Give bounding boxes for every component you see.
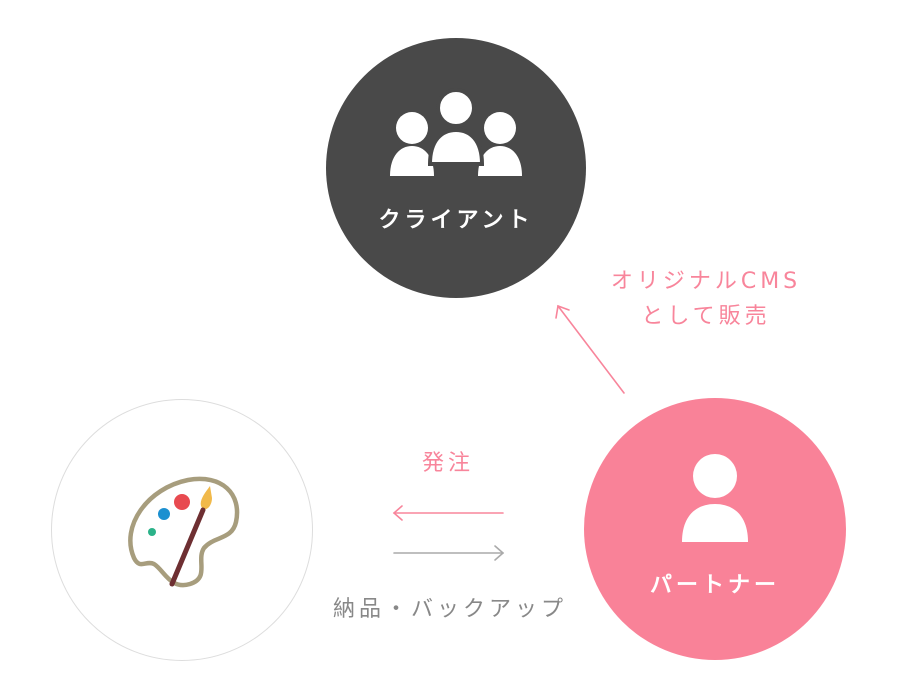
- partner-node: パートナー: [584, 398, 846, 660]
- studio-node: [51, 399, 313, 661]
- delivery-label: 納品・バックアップ: [332, 597, 567, 622]
- partner-label: パートナー: [649, 573, 780, 598]
- palette-icon: [128, 476, 240, 588]
- client-label: クライアント: [378, 208, 534, 233]
- arrow-partner-to-studio: [392, 505, 504, 521]
- arrow-partner-to-client: [555, 304, 625, 394]
- arrow-studio-to-partner: [393, 545, 505, 561]
- sell-label: オリジナルCMS として販売: [586, 264, 826, 334]
- sell-label-line2: として販売: [641, 304, 771, 330]
- client-node: クライアント: [326, 38, 586, 298]
- sell-label-line1: オリジナルCMS: [610, 269, 802, 294]
- user-icon: [682, 454, 748, 542]
- order-label: 発注: [421, 451, 474, 476]
- group-icon: [390, 88, 522, 176]
